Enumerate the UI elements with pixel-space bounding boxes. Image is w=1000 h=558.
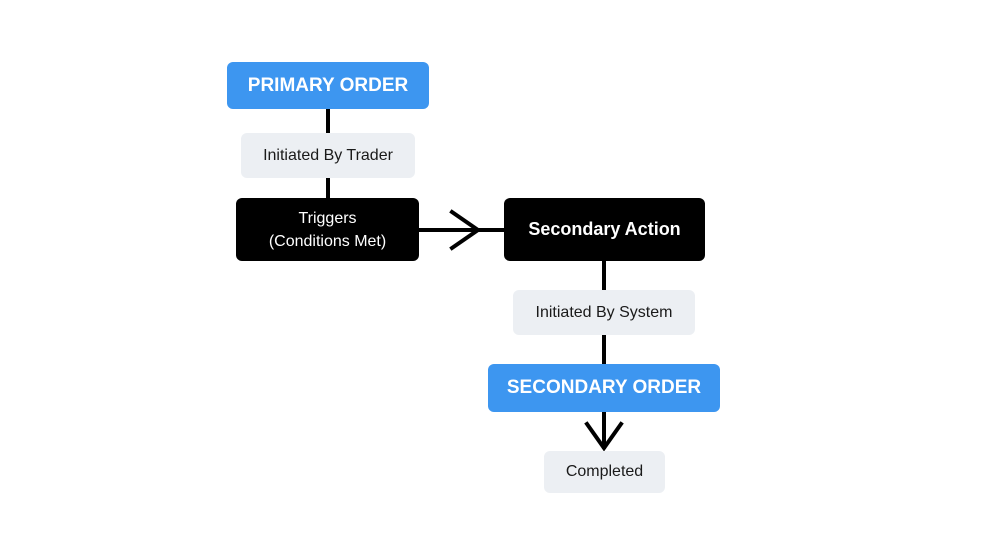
secondary-order-node: SECONDARY ORDER xyxy=(488,364,720,412)
secondary-action-label: Secondary Action xyxy=(528,219,681,239)
primary-order-node: PRIMARY ORDER xyxy=(227,62,429,109)
primary-order-label: PRIMARY ORDER xyxy=(247,74,409,96)
secondary-action-node: Secondary Action xyxy=(504,198,705,261)
connector-primary-to-trader xyxy=(326,109,330,133)
connector-trader-to-triggers xyxy=(326,178,330,199)
arrow-down-icon xyxy=(584,421,624,452)
connector-system-to-secondary-order xyxy=(602,335,606,365)
triggers-label: Triggers xyxy=(298,209,357,227)
initiated-by-system-label: Initiated By System xyxy=(513,290,695,335)
connector-triggers-to-action xyxy=(418,228,505,232)
connector-action-to-system xyxy=(602,261,606,290)
conditions-met-label: (Conditions Met) xyxy=(268,232,387,250)
completed-text: Completed xyxy=(565,463,644,480)
initiated-by-system-text: Initiated By System xyxy=(535,303,673,321)
arrow-right-icon xyxy=(449,209,482,251)
initiated-by-trader-label: Initiated By Trader xyxy=(241,133,415,178)
initiated-by-trader-text: Initiated By Trader xyxy=(263,146,393,164)
completed-label: Completed xyxy=(544,451,665,493)
connector-secondary-order-to-completed xyxy=(602,411,606,449)
triggers-node: Triggers (Conditions Met) xyxy=(236,198,419,261)
secondary-order-label: SECONDARY ORDER xyxy=(506,377,702,398)
